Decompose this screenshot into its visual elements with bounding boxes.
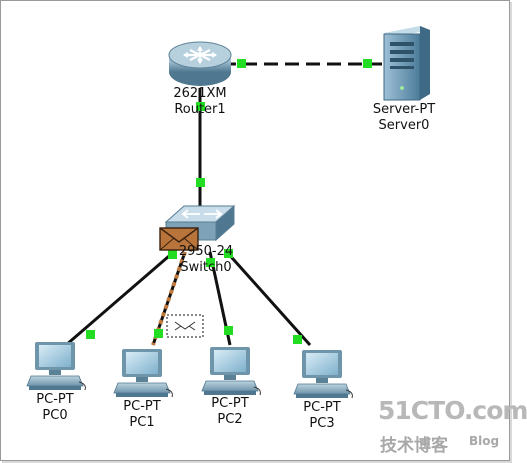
- link-light: [224, 326, 233, 335]
- switch-label: 2950-24 Switch0: [166, 244, 246, 276]
- link-switch-pc3: [223, 248, 312, 347]
- link-light: [86, 330, 95, 339]
- pdu-envelope-icon: [159, 227, 199, 251]
- pc-label: PC-PT PC3: [292, 400, 352, 432]
- link-light: [196, 102, 205, 111]
- pc-model: PC-PT: [303, 400, 341, 415]
- link-light: [237, 59, 246, 68]
- pc-icon[interactable]: [26, 342, 86, 391]
- pdu-in-transit-icon: [166, 314, 204, 338]
- router-icon[interactable]: [168, 41, 232, 86]
- server-icon[interactable]: [383, 26, 430, 101]
- link-lights: [86, 59, 372, 344]
- server-label: Server-PT Server0: [358, 102, 450, 134]
- topology-drawing: [26, 26, 430, 399]
- pc-label: PC-PT PC2: [200, 396, 260, 428]
- watermark-blog: Blog: [469, 434, 500, 448]
- link-light: [168, 250, 177, 259]
- switch-model: 2950-24: [178, 244, 234, 259]
- pc-icon[interactable]: [113, 349, 173, 398]
- pc-model: PC-PT: [211, 396, 249, 411]
- pc-icon[interactable]: [201, 347, 261, 396]
- pc-name: PC3: [309, 416, 335, 431]
- link-light: [224, 249, 233, 258]
- link-switch-pc0: [65, 248, 177, 347]
- pc-model: PC-PT: [36, 392, 74, 407]
- pc-name: PC1: [129, 415, 155, 430]
- pc-label: PC-PT PC0: [25, 392, 85, 424]
- switch-name: Switch0: [180, 260, 232, 275]
- watermark-brand: 51CTO.com: [378, 396, 527, 425]
- link-light: [154, 329, 163, 338]
- link-light: [363, 59, 372, 68]
- pc-name: PC2: [217, 412, 243, 427]
- router-model: 2621XM: [173, 86, 227, 101]
- router-label: 2621XM Router1: [160, 86, 240, 118]
- pc-label: PC-PT PC1: [112, 399, 172, 431]
- link-light: [206, 258, 215, 267]
- server-name: Server0: [378, 118, 430, 133]
- link-light: [293, 335, 302, 344]
- pc-icon[interactable]: [293, 350, 353, 399]
- pc-name: PC0: [42, 408, 68, 423]
- router-name: Router1: [174, 102, 226, 117]
- pc-model: PC-PT: [123, 399, 161, 414]
- watermark-sub: 技术博客: [380, 436, 448, 456]
- link-light: [196, 178, 205, 187]
- server-model: Server-PT: [372, 102, 436, 117]
